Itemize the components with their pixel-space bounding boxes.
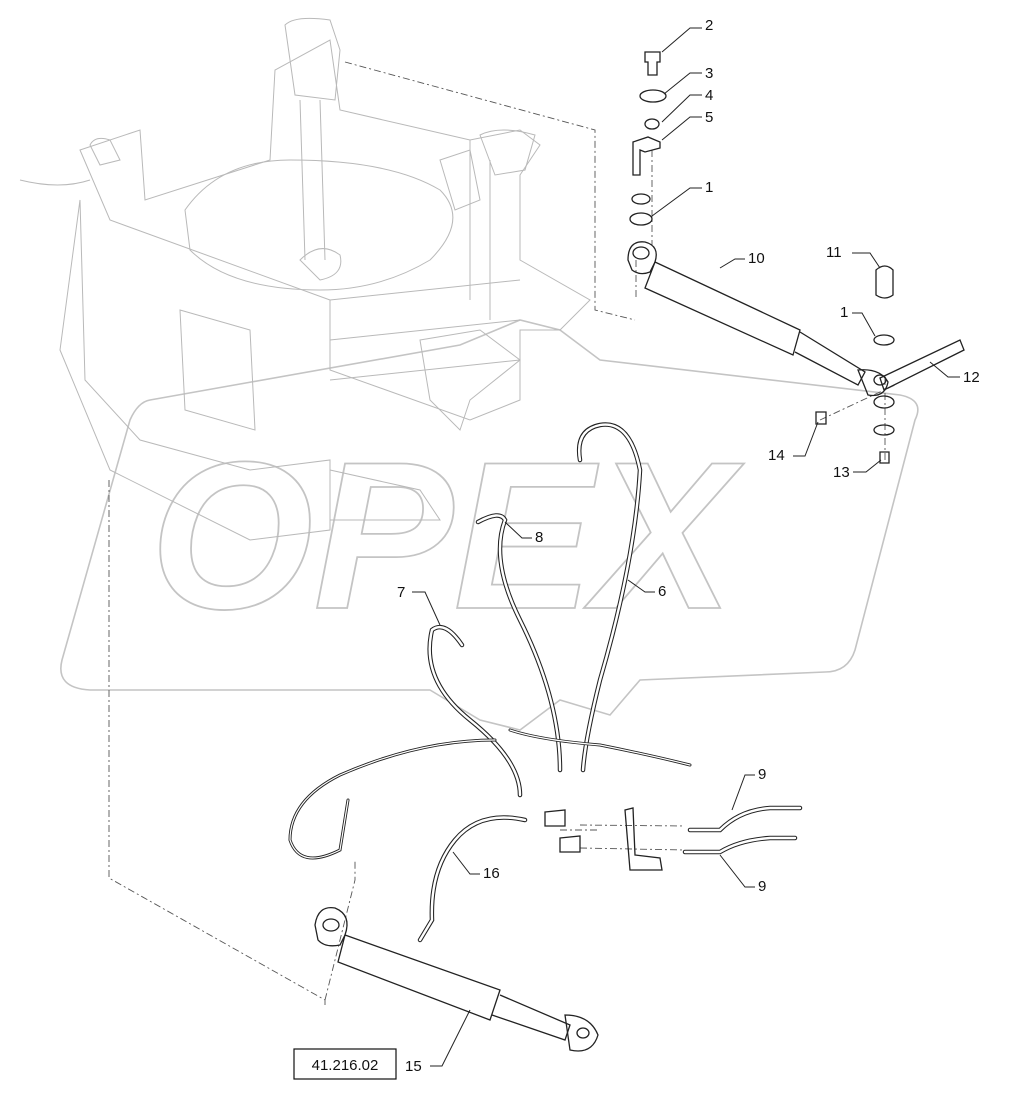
lower-cylinder [314, 906, 599, 1052]
callout-16: 16 [483, 865, 500, 882]
callout-12: 12 [963, 369, 980, 386]
callout-9-upper: 9 [758, 766, 766, 783]
callout-8: 8 [535, 529, 543, 546]
reference-box-label: 41.216.02 [312, 1057, 379, 1074]
callout-6: 6 [658, 583, 666, 600]
watermark-text: OPEX [150, 418, 744, 653]
callout-15: 15 [405, 1058, 422, 1075]
upper-cylinder [627, 241, 889, 397]
leader-lines [412, 27, 960, 1067]
callout-10: 10 [748, 250, 765, 267]
callout-9-lower: 9 [758, 878, 766, 895]
reference-box-frame [293, 1048, 397, 1080]
hoses [288, 422, 803, 943]
callout-5: 5 [705, 109, 713, 126]
callout-3: 3 [705, 65, 713, 82]
callout-4: 4 [705, 87, 713, 104]
hardware-parts [629, 51, 965, 464]
callout-11: 11 [826, 244, 842, 261]
callout-2: 2 [705, 17, 713, 34]
reference-box: 41.216.02 [293, 1048, 397, 1080]
chassis-frame [19, 17, 591, 541]
callout-14: 14 [768, 447, 785, 464]
callouts: 2 3 4 5 1 10 11 1 12 14 13 8 7 6 9 9 16 … [397, 17, 980, 1075]
bracket [544, 807, 663, 871]
callout-1-right: 1 [840, 304, 848, 321]
alignment-lines [108, 61, 896, 1005]
callout-13: 13 [833, 464, 850, 481]
watermark: OPEX [60, 319, 919, 731]
callout-7: 7 [397, 584, 405, 601]
callout-1-upper: 1 [705, 179, 713, 196]
